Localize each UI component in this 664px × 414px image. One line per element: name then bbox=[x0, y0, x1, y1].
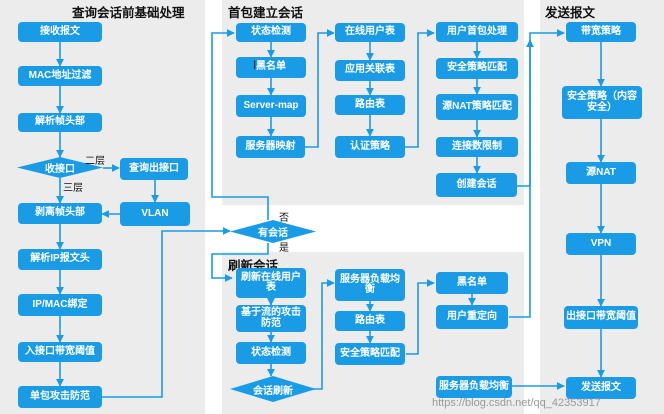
source-nat-box: 源NAT bbox=[566, 162, 636, 184]
refresh-security-policy-box: 安全策略匹配 bbox=[335, 343, 405, 365]
outbound-interface-bandwidth-box: 出接口带宽阈值 bbox=[564, 306, 638, 329]
blacklist-box: 黑名单 bbox=[236, 57, 306, 78]
refresh-online-user-box: 刷新在线用户表 bbox=[236, 268, 306, 298]
user-first-packet-box: 用户首包处理 bbox=[436, 22, 518, 42]
parse-frame-header-box: 解析帧头部 bbox=[18, 113, 102, 132]
parse-ip-header-box: 解析IP报文头 bbox=[18, 249, 102, 270]
vpn-box: VPN bbox=[566, 233, 636, 255]
session-refresh-decision: 会话刷新 bbox=[230, 376, 316, 402]
bandwidth-policy-box: 带宽策略 bbox=[566, 22, 636, 42]
refresh-routing-table-box: 路由表 bbox=[335, 311, 405, 331]
user-redirect-box: 用户重定向 bbox=[436, 305, 508, 329]
ingress-interface-label: 收接口 bbox=[45, 164, 75, 175]
create-session-box: 创建会话 bbox=[436, 173, 517, 197]
inbound-interface-bandwidth-box: 入接口带宽阈值 bbox=[18, 342, 102, 362]
server-mapping-box: 服务器映射 bbox=[236, 136, 305, 158]
security-policy-content-box: 安全策略（内容安全） bbox=[562, 86, 642, 119]
watermark-text: https://blog.csdn.net/qq_42353917 bbox=[432, 397, 601, 409]
ip-mac-binding-box: IP/MAC绑定 bbox=[18, 294, 102, 316]
mac-filter-box: MAC地址过滤 bbox=[18, 66, 102, 86]
flow-based-attack-box: 基于流的攻击防范 bbox=[236, 305, 306, 332]
no-label: 否 bbox=[279, 213, 289, 224]
server-load-balance-2-box: 服务器负载均衡 bbox=[436, 376, 512, 398]
layer3-label: 三层 bbox=[63, 183, 83, 194]
state-check-box: 状态检测 bbox=[236, 23, 306, 42]
panel-send bbox=[540, 0, 664, 414]
text-cursor-icon: I bbox=[253, 58, 257, 72]
has-session-decision: 有会话 bbox=[230, 220, 316, 243]
has-session-label: 有会话 bbox=[258, 228, 288, 239]
vlan-box: VLAN bbox=[120, 202, 190, 226]
security-policy-match-box: 安全策略匹配 bbox=[436, 58, 518, 79]
refresh-blacklist-box: 黑名单 bbox=[436, 272, 508, 294]
section-title-send: 发送报文 bbox=[545, 6, 596, 20]
yes-label: 是 bbox=[279, 243, 289, 254]
section-title-pre: 查询会话前基础处理 bbox=[72, 6, 185, 20]
send-packet-box: 发送报文 bbox=[566, 377, 636, 399]
app-association-table-box: 应用关联表 bbox=[335, 60, 405, 81]
single-packet-attack-box: 单包攻击防范 bbox=[18, 386, 102, 408]
online-user-table-box: 在线用户表 bbox=[335, 23, 405, 42]
section-title-first-packet: 首包建立会话 bbox=[228, 6, 304, 20]
auth-policy-box: 认证策略 bbox=[335, 136, 405, 158]
session-refresh-label: 会话刷新 bbox=[253, 385, 293, 397]
routing-table-box: 路由表 bbox=[335, 95, 405, 115]
strip-frame-header-box: 剥离帧头部 bbox=[18, 203, 102, 224]
connection-limit-box: 连接数限制 bbox=[436, 137, 518, 157]
query-out-interface-box: 查询出接口 bbox=[120, 158, 188, 180]
receive-packet-box: 接收报文 bbox=[18, 22, 102, 42]
server-map-box: Server-map bbox=[236, 95, 306, 117]
layer2-label: 二层 bbox=[85, 156, 105, 167]
server-load-balance-box: 服务器负载均衡 bbox=[335, 269, 405, 301]
source-nat-policy-box: 源NAT策略匹配 bbox=[436, 94, 518, 120]
refresh-state-check-box: 状态检测 bbox=[236, 342, 306, 364]
ingress-interface-decision: 收接口 bbox=[17, 157, 103, 178]
